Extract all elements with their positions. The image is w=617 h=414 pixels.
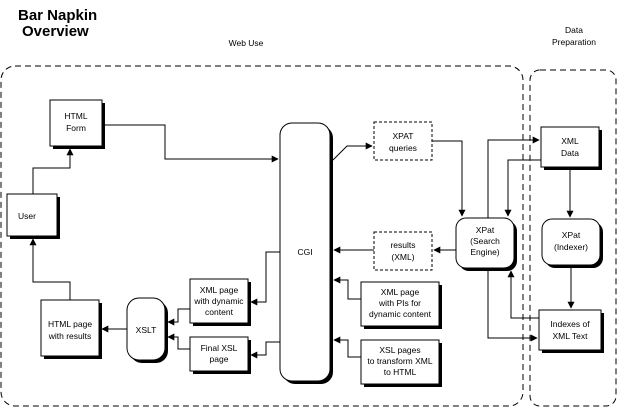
web-use-region bbox=[0, 65, 524, 407]
html-results-label-2: with results bbox=[48, 331, 92, 341]
xpat-engine-label-2: (Search bbox=[470, 236, 500, 246]
edge-cgi-to-finalxsl bbox=[250, 341, 280, 359]
final-xsl-node: Final XSL page bbox=[189, 336, 251, 374]
xml-dynamic-label-3: content bbox=[205, 307, 234, 317]
xpat-queries-node: XPAT queries bbox=[373, 121, 433, 161]
xml-data-label-2: Data bbox=[561, 148, 579, 158]
edge-results-to-user bbox=[29, 238, 71, 300]
xml-pis-label-1: XML page bbox=[381, 287, 420, 297]
xml-dynamic-label-1: XML page bbox=[200, 285, 239, 295]
xpat-queries-label-2: queries bbox=[389, 143, 417, 153]
region-web-use-label: Web Use bbox=[229, 38, 264, 48]
xsl-pages-label-3: to HTML bbox=[384, 367, 417, 377]
cgi-node: CGI bbox=[279, 122, 333, 384]
xslt-label: XSLT bbox=[136, 325, 157, 335]
html-results-node: HTML page with results bbox=[40, 299, 102, 359]
xsl-pages-label-1: XSL pages bbox=[379, 345, 420, 355]
final-xsl-label-1: Final XSL bbox=[201, 343, 238, 353]
xpat-queries-label-1: XPAT bbox=[393, 131, 414, 141]
xpat-indexer-node: XPat (Indexer) bbox=[541, 218, 603, 268]
title-line2: Overview bbox=[22, 23, 89, 40]
xml-data-label-1: XML bbox=[561, 136, 579, 146]
edge-xmlpis-to-cgi bbox=[333, 276, 361, 300]
edge-finalxsl-to-xslt bbox=[167, 333, 190, 350]
html-form-label-2: Form bbox=[66, 123, 86, 133]
xpat-engine-node: XPat (Search Engine) bbox=[455, 217, 517, 271]
xpat-engine-label-1: XPat bbox=[476, 225, 495, 235]
xpat-engine-label-3: Engine) bbox=[470, 247, 499, 257]
data-prep-region bbox=[529, 69, 617, 407]
edge-xmldata-to-engine bbox=[504, 159, 541, 217]
xml-dynamic-node: XML page with dynamic content bbox=[189, 278, 251, 326]
final-xsl-label-2: page bbox=[210, 354, 229, 364]
edge-xmldyn-to-xslt bbox=[167, 308, 190, 326]
xml-dynamic-label-2: with dynamic bbox=[193, 296, 244, 306]
xml-data-node: XML Data bbox=[540, 126, 602, 170]
edge-queries-to-engine bbox=[432, 140, 466, 217]
results-xml-label-1: results bbox=[390, 240, 415, 250]
results-xml-node: results (XML) bbox=[373, 231, 433, 271]
edge-cgi-to-queries bbox=[332, 142, 373, 161]
edge-indexes-to-engine bbox=[507, 270, 539, 319]
indexes-node: Indexes of XML Text bbox=[538, 309, 604, 353]
xml-pis-label-2: with PIs for bbox=[378, 298, 421, 308]
title-line1: Bar Napkin bbox=[18, 7, 97, 24]
xsl-pages-label-2: to transform XML bbox=[367, 356, 432, 366]
edge-xslpages-to-cgi bbox=[333, 336, 361, 358]
edge-engine-to-xmldata bbox=[487, 136, 540, 218]
html-form-node: HTML Form bbox=[49, 99, 105, 149]
indexes-label-1: Indexes of bbox=[550, 319, 590, 329]
html-form-label-1: HTML bbox=[64, 111, 87, 121]
edge-form-to-cgi bbox=[105, 124, 279, 163]
xpat-indexer-label-1: XPat bbox=[562, 230, 581, 240]
user-label: User bbox=[18, 211, 36, 221]
edge-engine-to-indexes bbox=[487, 268, 538, 342]
edge-user-to-form bbox=[32, 148, 74, 194]
edge-cgi-to-xmldyn bbox=[250, 251, 280, 306]
xml-pis-label-3: dynamic content bbox=[369, 309, 432, 319]
cgi-label: CGI bbox=[297, 247, 312, 257]
region-data-prep-label-line1: Data bbox=[565, 25, 583, 35]
region-data-prep-label-line2: Preparation bbox=[552, 37, 596, 47]
user-node: User bbox=[6, 193, 60, 239]
xpat-indexer-label-2: (Indexer) bbox=[554, 242, 588, 252]
indexes-label-2: XML Text bbox=[553, 331, 589, 341]
xml-pis-node: XML page with PIs for dynamic content bbox=[360, 281, 442, 329]
html-results-label-1: HTML page bbox=[48, 319, 92, 329]
results-xml-label-2: (XML) bbox=[391, 252, 414, 262]
xslt-node: XSLT bbox=[126, 297, 168, 363]
xsl-pages-node: XSL pages to transform XML to HTML bbox=[360, 339, 442, 387]
